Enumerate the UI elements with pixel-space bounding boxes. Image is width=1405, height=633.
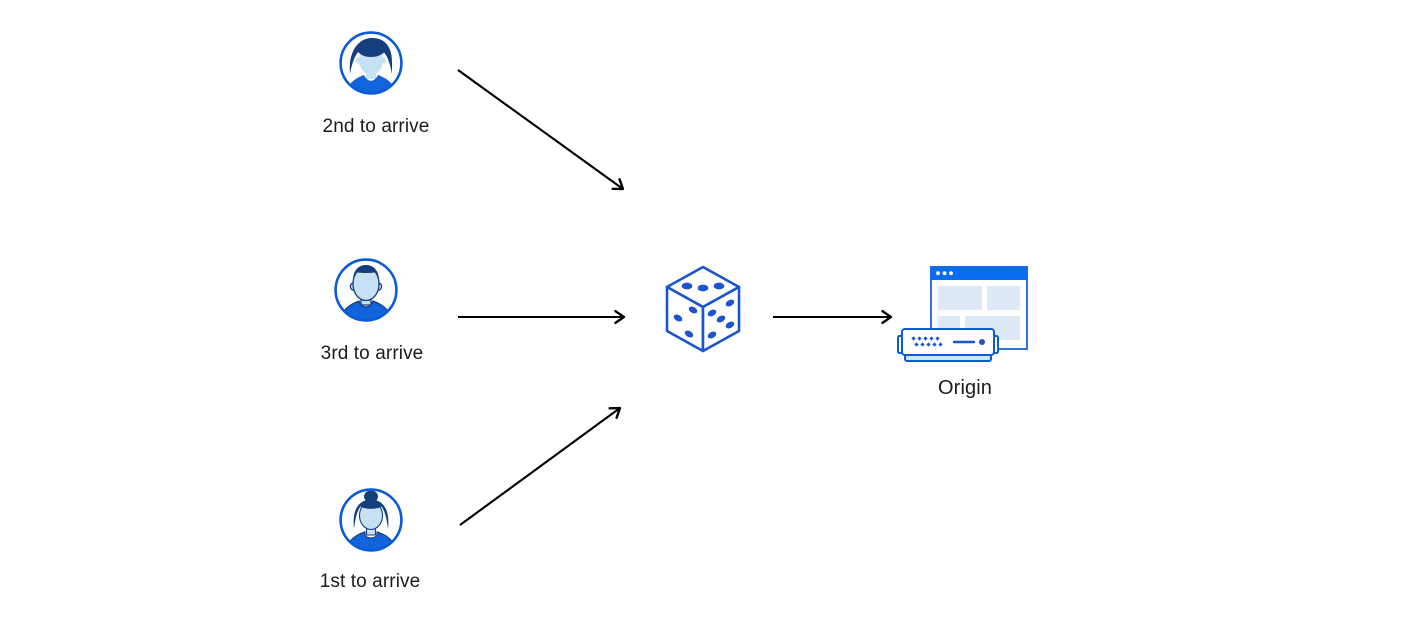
origin-server-icon: [897, 328, 999, 362]
label-user-second: 2nd to arrive: [322, 116, 430, 137]
label-origin: Origin: [938, 377, 992, 399]
avatar-male-swept-hair-icon: [339, 31, 403, 95]
avatar-male-short-hair-icon: [334, 258, 398, 322]
avatar-female-bun-icon: [339, 488, 403, 552]
label-user-first: 1st to arrive: [319, 571, 421, 592]
arrow-user2-to-dice: [457, 69, 625, 191]
dice-icon: [665, 265, 741, 353]
label-user-third: 3rd to arrive: [320, 343, 424, 364]
arrow-user1-to-dice: [459, 406, 622, 526]
